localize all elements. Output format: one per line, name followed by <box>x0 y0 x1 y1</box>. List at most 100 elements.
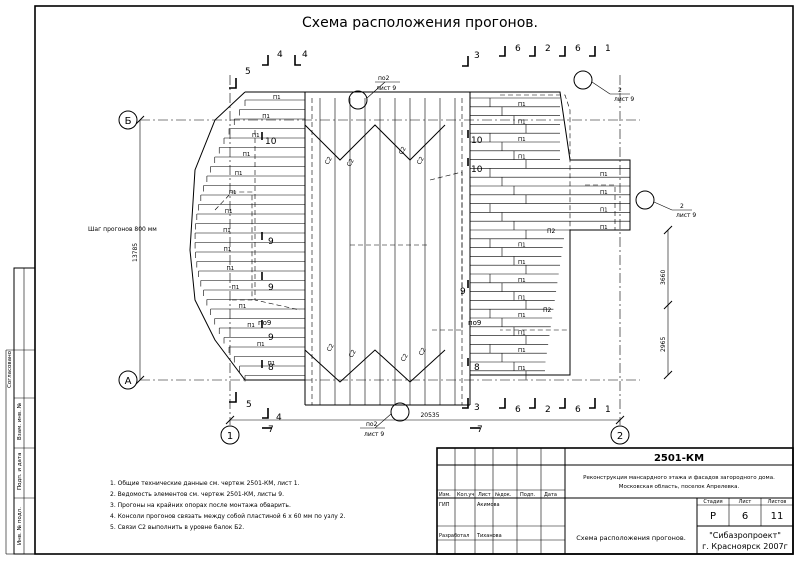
purlin-label: П1 <box>262 114 270 120</box>
purlin-label: П1 <box>232 285 240 291</box>
svg-text:9: 9 <box>268 333 274 343</box>
callout-num: по2 <box>366 421 378 428</box>
side-agreed: Согласовано <box>7 350 13 388</box>
section-marks-top-left: 5 4 4 <box>229 50 308 89</box>
brace-label: С2 <box>348 348 358 359</box>
svg-text:8: 8 <box>474 363 480 373</box>
notes: 1. Общие технические данные см. чертеж 2… <box>110 480 346 531</box>
brace-label: С2 <box>324 155 334 166</box>
purlin-label: П1 <box>257 342 265 348</box>
svg-text:1: 1 <box>605 44 611 54</box>
svg-text:Кол.уч: Кол.уч <box>457 492 474 498</box>
tb-role-gip: ГИП <box>439 502 450 508</box>
purlin-label: П1 <box>227 266 235 272</box>
dimension-width-text: 20535 <box>420 412 439 419</box>
axis-marker-a: А <box>118 370 138 390</box>
purlin-label: П1 <box>600 207 608 213</box>
brace-labels: С2 С2 С2 С2 С2 С2 С2 С2 <box>324 145 428 363</box>
svg-text:3: 3 <box>474 51 480 61</box>
callout-top: по2 лист 9 <box>348 75 400 110</box>
purlin-label: П1 <box>518 137 526 143</box>
axis-label-2: 2 <box>617 431 623 442</box>
purlin-label: П1 <box>600 225 608 231</box>
axis-marker-1: 1 <box>220 425 240 445</box>
brace-label: С2 <box>326 342 336 353</box>
tb-sheet: 6 <box>742 511 748 522</box>
dimension-height: 13785 <box>132 115 145 385</box>
callout-sheet: лист 9 <box>614 96 634 103</box>
axis-label-1: 1 <box>227 431 233 442</box>
tb-role-dev: Разработал <box>439 533 469 539</box>
tb-company: "Сибазропроект" <box>709 531 781 540</box>
svg-text:2: 2 <box>545 44 551 54</box>
callout-num: по2 <box>378 75 390 82</box>
purlin-label: П1 <box>600 190 608 196</box>
section-marks-bottom-left: 5 4 7 <box>229 392 282 435</box>
purlin-label: П1 <box>518 366 526 372</box>
purlin-label: П1 <box>235 171 243 177</box>
purlin-label: П1 <box>268 361 276 367</box>
callout-num: 2 <box>618 87 622 94</box>
brace-label: С2 <box>418 346 428 357</box>
axis-label-b: Б <box>125 116 132 127</box>
tb-project-2: Московская область, поселок Апрелевка. <box>619 484 740 490</box>
purlin-label: П1 <box>224 247 232 253</box>
purlin-label: П1 <box>518 348 526 354</box>
section-marks-left-inner: 10 9 9 9 8 по9 <box>258 132 277 373</box>
axis-marker-b: Б <box>118 110 138 130</box>
note-3: 3. Прогоны на крайних опорах после монта… <box>110 502 291 509</box>
svg-text:9: 9 <box>460 287 466 297</box>
callout-right-top: 2 лист 9 <box>573 70 634 103</box>
purlin-label: П1 <box>518 155 526 161</box>
purlin-label: П1 <box>225 209 233 215</box>
svg-text:5: 5 <box>246 400 252 410</box>
callout-sheet: лист 9 <box>676 212 696 219</box>
side-sign-date: Подп. и дата <box>17 453 23 490</box>
svg-text:6: 6 <box>575 44 581 54</box>
purlin-label: П1 <box>518 119 526 125</box>
purlin-label: П1 <box>518 331 526 337</box>
svg-text:7: 7 <box>268 425 274 435</box>
svg-text:10: 10 <box>471 136 483 146</box>
tb-name-dev: Тиханова <box>476 533 502 539</box>
svg-text:Стадия: Стадия <box>703 499 722 505</box>
callout-num: 2 <box>680 203 684 210</box>
svg-text:4: 4 <box>302 50 308 60</box>
section-marks-top-right: 3 6 2 6 1 <box>462 44 611 67</box>
section-marks-bottom-right: 3 6 2 6 1 7 <box>462 398 611 435</box>
svg-text:5: 5 <box>245 67 251 77</box>
note-4: 4. Консоли прогонов связать между собой … <box>110 513 346 520</box>
svg-text:10: 10 <box>265 137 277 147</box>
purlin-label: П1 <box>229 190 237 196</box>
dimension-right-lower: 2965 <box>660 337 667 352</box>
note-2: 2. Ведомость элементов см. чертеж 2501-К… <box>110 491 284 498</box>
note-1: 1. Общие технические данные см. чертеж 2… <box>110 480 300 487</box>
note-5: 5. Связи С2 выполнить в уровне балок Б2. <box>110 524 244 531</box>
purlin-label: П1 <box>518 313 526 319</box>
plan-outline <box>189 91 631 406</box>
dimension-width: 20535 <box>225 412 625 425</box>
callout-sheet: лист 9 <box>364 431 384 438</box>
svg-text:9: 9 <box>268 283 274 293</box>
purlin-label: П1 <box>239 304 247 310</box>
sheet-frame <box>34 5 794 555</box>
axis-lines <box>140 75 640 425</box>
svg-text:10: 10 <box>471 165 483 175</box>
svg-text:2: 2 <box>545 405 551 415</box>
tb-city: г. Красноярск 2007г <box>702 542 788 551</box>
purlin-label: П1 <box>273 95 281 101</box>
brace-label: С2 <box>416 155 426 166</box>
svg-text:7: 7 <box>477 425 483 435</box>
svg-text:6: 6 <box>515 405 521 415</box>
purlin2-label: П2 <box>547 228 556 235</box>
svg-text:6: 6 <box>515 44 521 54</box>
side-inv-orig: Инв. № подл. <box>17 507 23 545</box>
svg-text:9: 9 <box>268 237 274 247</box>
svg-text:6: 6 <box>575 405 581 415</box>
brace-label: С2 <box>400 352 410 363</box>
tb-project-1: Реконструкция мансардного этажа и фасадо… <box>583 475 775 481</box>
purlin-label: П1 <box>247 323 255 329</box>
purlin2-label: П2 <box>543 307 552 314</box>
